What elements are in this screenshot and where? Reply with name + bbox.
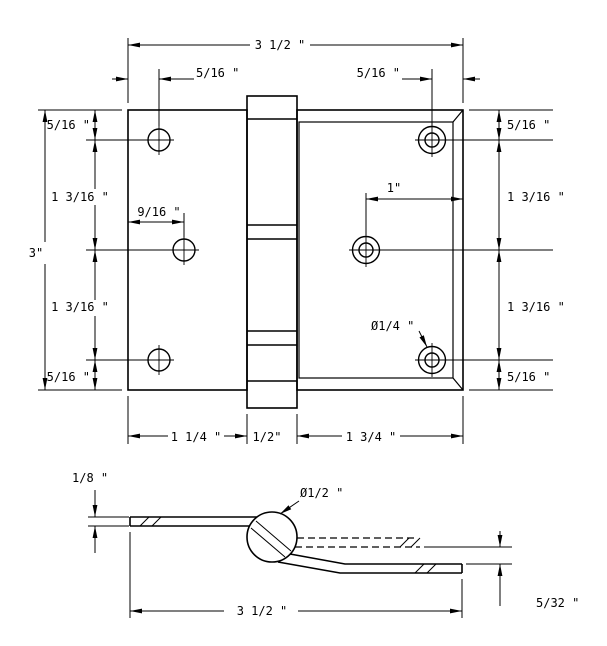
dim-top-right-offset-label: 5/16 " (357, 66, 400, 80)
dim-profile-width-label: 3 1/2 " (237, 604, 288, 618)
dim-left-lower-label: 1 3/16 " (51, 300, 109, 314)
dim-top-left-offset-label: 5/16 " (196, 66, 239, 80)
profile-detail-lines (139, 516, 437, 574)
dim-hole-diameter-label: Ø1/4 " (371, 319, 414, 333)
dim-right-top-label: 5/16 " (507, 118, 550, 132)
profile-right-leaf (277, 553, 463, 574)
dim-leaf-thickness-label: 1/8 " (72, 471, 108, 485)
dim-edge-hole-offset-label: 1" (387, 181, 401, 195)
dim-overall-height-label: 3" (29, 246, 43, 260)
dim-overall-width-label: 3 1/2 " (255, 38, 306, 52)
knuckle-segments (247, 118, 297, 382)
hole-center-marks (144, 123, 449, 377)
profile-hidden-leaf (295, 537, 420, 548)
dimension-arrows (42, 42, 503, 614)
dim-right-lower-label: 1 3/16 " (507, 300, 565, 314)
dim-left-leaf-width-label: 1 1/4 " (171, 430, 222, 444)
dim-right-leaf-width-label: 1 3/4 " (346, 430, 397, 444)
dim-left-upper-label: 1 3/16 " (51, 190, 109, 204)
profile-left-leaf (129, 516, 257, 527)
dim-right-upper-label: 1 3/16 " (507, 190, 565, 204)
dim-left-top-label: 5/16 " (47, 118, 90, 132)
dim-barrel-diameter-label: Ø1/2 " (300, 486, 343, 500)
dim-left-bottom-label: 5/16 " (47, 370, 90, 384)
knuckle-barrel (246, 95, 298, 409)
dim-knuckle-width-label: 1/2" (253, 430, 282, 444)
profile-view (129, 511, 463, 574)
profile-outline (129, 511, 463, 574)
dim-right-bottom-label: 5/16 " (507, 370, 550, 384)
front-view (127, 95, 464, 409)
dim-leaf-offset-label: 5/32 " (536, 596, 579, 610)
dim-center-hole-offset-label: 9/16 " (137, 205, 180, 219)
dimension-labels: 3 1/2 " 5/16 " 5/16 " 5/16 " 1 3/16 " 3"… (29, 38, 580, 618)
profile-barrel (246, 511, 298, 563)
dimension-lines (38, 38, 553, 618)
hinge-leaves (127, 95, 464, 409)
